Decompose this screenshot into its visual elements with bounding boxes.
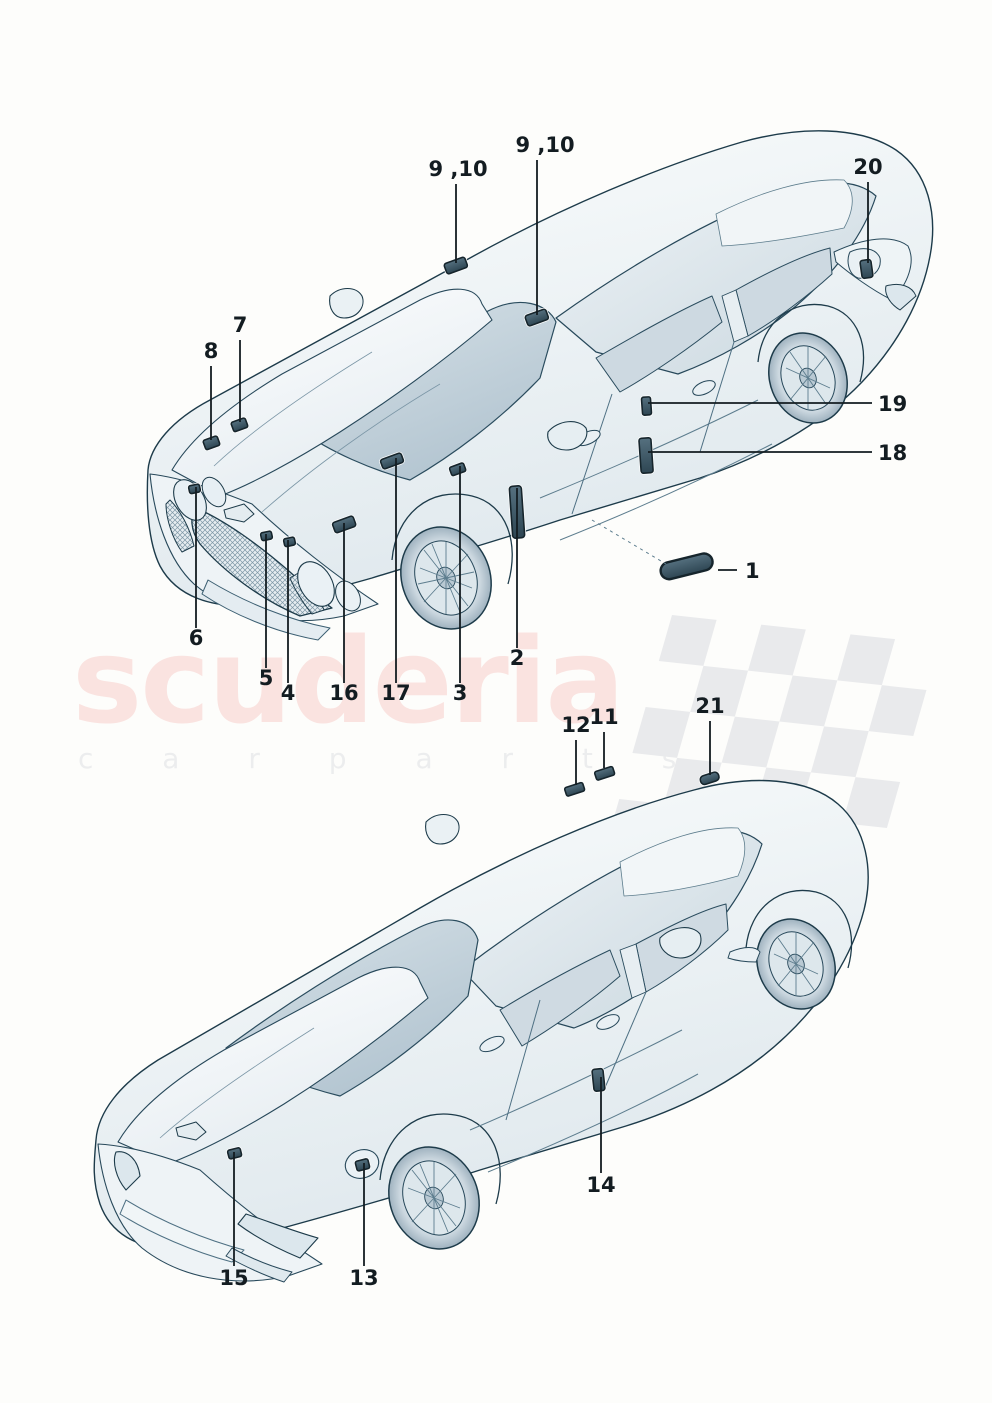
callout-label-6[interactable]: 6 (189, 626, 204, 650)
upper-door-shutline-front (571, 393, 613, 515)
callout-label-2[interactable]: 2 (510, 646, 525, 670)
marker-12-core (563, 781, 586, 797)
lower-roof-highlight (619, 827, 746, 897)
upper-door-shutline-rear (699, 341, 735, 453)
lower-door-shutline-front (603, 991, 647, 1091)
lower-tail-lamp-left (113, 1151, 141, 1191)
marker-19-core (640, 396, 653, 416)
upper-rear-wheel (768, 332, 848, 424)
upper-headlight-inner (201, 476, 227, 508)
upper-bentley-emblem-icon (223, 503, 255, 523)
callout-label-4[interactable]: 4 (281, 681, 296, 705)
callout-label-12[interactable]: 12 (561, 713, 590, 737)
lower-exhaust-tip (225, 1247, 293, 1283)
callout-label-1[interactable]: 1 (745, 559, 760, 583)
callout-leaders (195, 160, 872, 1266)
lower-rear-wheel-arch (379, 1113, 501, 1205)
upper-rocker-line (559, 443, 773, 541)
marker-7-core (230, 417, 249, 433)
leader-1-dashed-link (591, 519, 667, 565)
upper-grille-side-left (165, 499, 195, 553)
callout-label-17[interactable]: 17 (381, 681, 410, 705)
lower-door-handle-front (596, 1014, 620, 1030)
marker-4-core (282, 536, 297, 548)
upper-side-window-front (595, 295, 723, 393)
callout-label-10[interactable]: 9 ,10 (515, 133, 574, 157)
marker-18-core (638, 436, 654, 475)
upper-hood (171, 288, 493, 497)
lower-front-wing-vent (727, 947, 761, 963)
marker-9a-core (443, 256, 469, 275)
marker-8-core (202, 435, 221, 451)
lower-tail-lamp-right (237, 1213, 319, 1259)
lower-wing-mirror (659, 927, 702, 959)
upper-roof-highlight (715, 179, 853, 247)
lower-front-wheel-arch (745, 889, 853, 969)
lower-rear-fascia (97, 1143, 323, 1282)
lower-boot-lid (117, 966, 429, 1165)
callout-label-15[interactable]: 15 (219, 1266, 248, 1290)
callout-label-13[interactable]: 13 (349, 1266, 378, 1290)
marker-21-core (699, 771, 720, 786)
callout-label-16[interactable]: 16 (329, 681, 358, 705)
callout-label-18[interactable]: 18 (878, 441, 907, 465)
callout-label-11[interactable]: 11 (589, 705, 618, 729)
callout-label-14[interactable]: 14 (586, 1173, 615, 1197)
car-upper-front-quarter-view (146, 130, 934, 641)
lower-rear-wheel (388, 1146, 480, 1250)
lower-roof-antenna (425, 813, 460, 845)
callout-label-9[interactable]: 9 ,10 (428, 157, 487, 181)
marker-17-core (379, 452, 405, 470)
callout-label-5[interactable]: 5 (259, 666, 274, 690)
upper-headlight-right-outer (297, 561, 335, 607)
upper-hood-crease-left (213, 351, 373, 467)
lower-boot-crease (159, 1027, 315, 1139)
callout-label-19[interactable]: 19 (878, 392, 907, 416)
upper-wing-mirror (547, 421, 588, 451)
lower-door-shutline-rear (505, 999, 541, 1121)
car-lower-rear-quarter-view (93, 779, 869, 1283)
marker-detail-part-1[interactable] (659, 552, 715, 581)
callout-label-20[interactable]: 20 (853, 155, 882, 179)
marker-20-core (859, 258, 874, 280)
upper-rear-wheel-arch (757, 303, 865, 383)
callout-labels: 1 2 3 4 5 6 7 8 9 ,10 9 ,10 11 12 13 14 … (189, 133, 908, 1290)
lower-rocker-line (487, 1073, 699, 1173)
upper-headlight-right-inner (335, 580, 361, 612)
marker-9b-core (524, 308, 550, 327)
upper-hood-crease-right (261, 383, 441, 513)
callout-label-7[interactable]: 7 (233, 313, 248, 337)
upper-rear-lamp (885, 283, 917, 311)
callout-label-3[interactable]: 3 (453, 681, 468, 705)
upper-roof-antenna (329, 287, 364, 319)
lower-side-window-rear (499, 949, 621, 1047)
upper-b-pillar (721, 289, 749, 343)
callout-label-8[interactable]: 8 (204, 339, 219, 363)
marker-11-core (593, 765, 616, 781)
upper-front-wheel (400, 526, 492, 630)
lower-bentley-emblem-icon (175, 1121, 207, 1141)
callout-label-21[interactable]: 21 (695, 694, 724, 718)
lower-licence-plate-recess (119, 1199, 245, 1263)
upper-front-wheel-arch (391, 493, 513, 585)
watermark-brand: scuderia (72, 612, 625, 750)
lower-front-wheel (756, 918, 836, 1010)
upper-door-handle-rear (692, 380, 716, 396)
lower-side-character-line (469, 1029, 683, 1131)
lower-door-handle-rear (479, 1035, 505, 1053)
upper-side-window-rear (735, 247, 833, 337)
